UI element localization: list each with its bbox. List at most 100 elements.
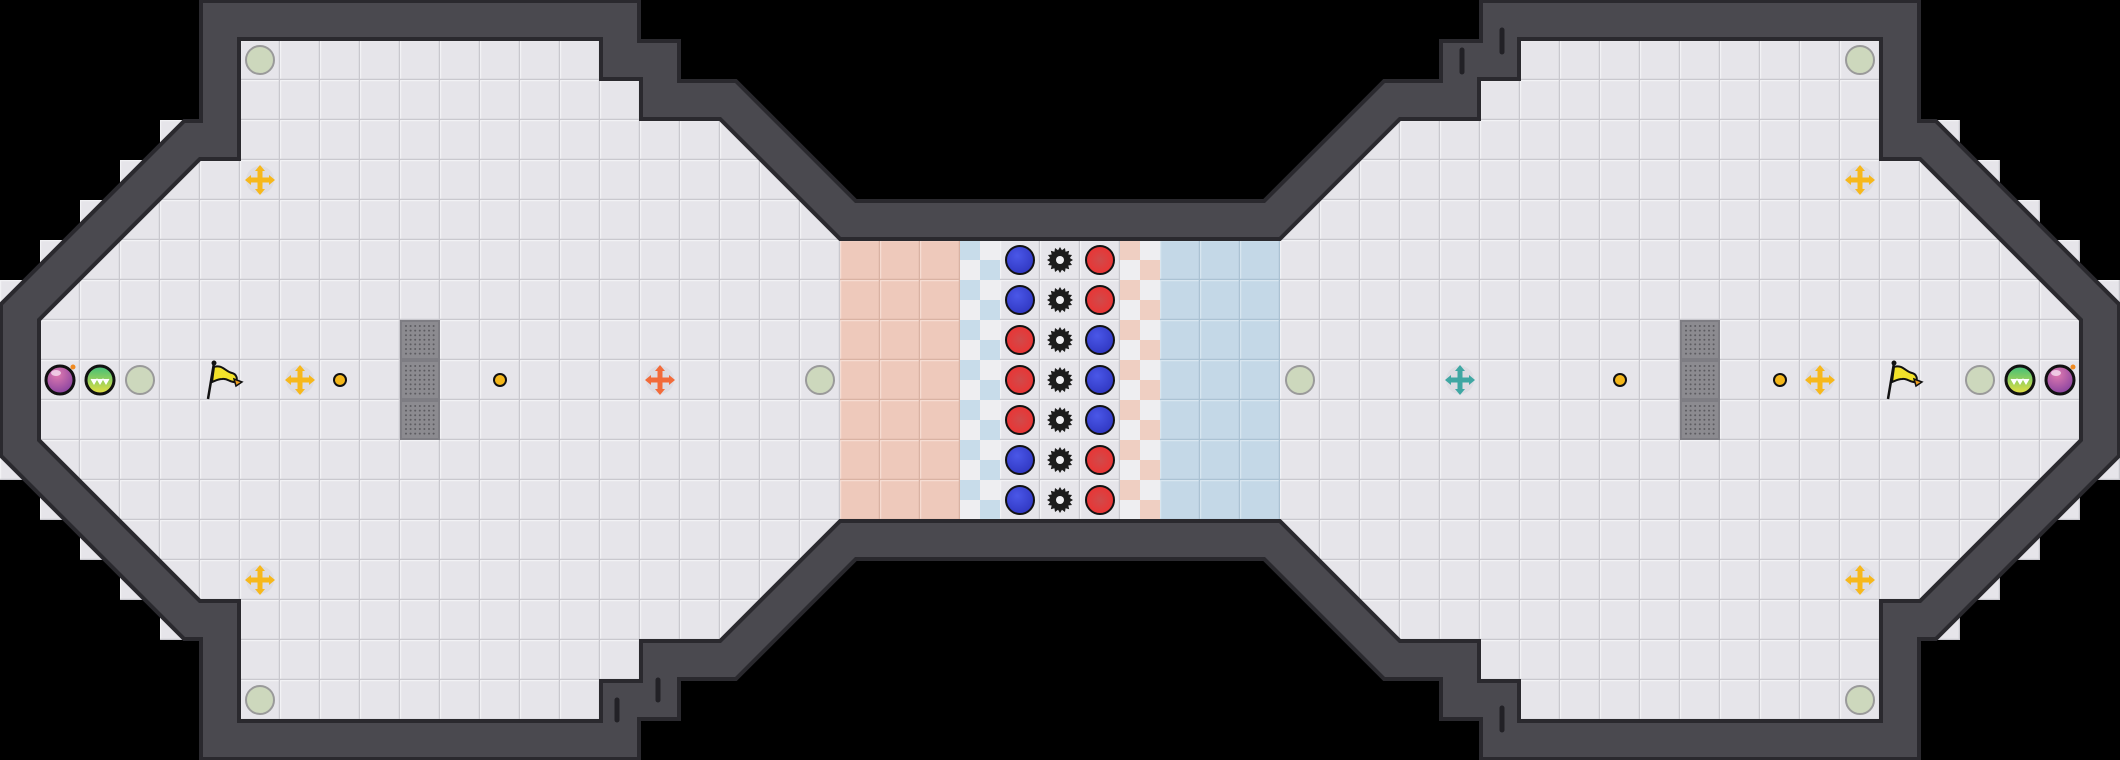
vent-hole: [405, 383, 407, 386]
vent-hole: [432, 365, 435, 367]
cross-shape: [1851, 171, 1869, 189]
blue-checker-strip: [960, 240, 1000, 520]
vent-hole: [1685, 414, 1687, 417]
vent-hole: [423, 343, 426, 346]
vent-hole: [1708, 428, 1710, 430]
vent-hole: [1694, 423, 1697, 426]
vent-hole: [1694, 343, 1697, 346]
floor-layer: [0, 40, 2120, 720]
vent-hole: [409, 409, 412, 412]
vent-hole: [405, 338, 407, 341]
vent-hole: [1689, 352, 1692, 355]
gear-icon: [1047, 487, 1073, 513]
vent-hole: [414, 329, 417, 332]
vent-hole: [428, 423, 430, 426]
vent-hole: [428, 383, 430, 386]
vent-hole: [418, 369, 421, 372]
vent-hole: [418, 338, 421, 341]
blue-zone: [1160, 240, 1280, 520]
vent-hole: [409, 414, 412, 417]
speed-cross-icon: [1805, 365, 1835, 395]
cross-shape: [1851, 571, 1869, 589]
spawn-pad-circle: [1845, 45, 1875, 75]
vent-hole: [414, 409, 417, 412]
vent-hole: [1703, 432, 1706, 435]
vent-hole: [428, 428, 430, 430]
vent-hole: [423, 418, 426, 421]
coin-fill: [335, 375, 345, 385]
vent-hole: [1708, 423, 1710, 426]
vent-hole: [432, 383, 435, 386]
cross-arrowhead: [255, 189, 265, 195]
cross-shape: [291, 371, 309, 389]
vent-hole: [405, 388, 407, 390]
vent-hole: [1712, 423, 1715, 426]
bomb-shine: [2051, 370, 2061, 376]
vent-hole: [1698, 374, 1701, 377]
vent-hole: [1703, 343, 1706, 346]
coin-fill: [1615, 375, 1625, 385]
vent-hole: [405, 334, 407, 337]
vent-hole: [1703, 383, 1706, 386]
cross-shape: [651, 371, 669, 389]
vent-hole: [1694, 383, 1697, 386]
vent-hole: [432, 388, 435, 390]
vent-hole: [423, 325, 426, 327]
spawn-pad-icon: [125, 365, 155, 395]
vent-hole: [1712, 383, 1715, 386]
vent-hole: [428, 338, 430, 341]
cross-arrowhead: [669, 375, 675, 385]
vent-hole: [409, 343, 412, 346]
gear-icon: [1047, 407, 1073, 433]
vent-hole: [405, 414, 407, 417]
cross-arrowhead: [1829, 375, 1835, 385]
vent-hole: [1698, 338, 1701, 341]
vent-hole: [1708, 378, 1710, 381]
cross-arrowhead: [655, 389, 665, 395]
vent-hole: [1703, 374, 1706, 377]
vent-hole: [1708, 414, 1710, 417]
vent-hole: [1708, 348, 1710, 350]
vent-hole: [423, 423, 426, 426]
flag-tail: [1912, 377, 1924, 388]
vent-hole: [1708, 334, 1710, 337]
spawn-pad-icon: [1845, 45, 1875, 75]
vent-hole: [428, 374, 430, 377]
vent-hole: [1712, 334, 1715, 337]
gear-icon: [1047, 447, 1073, 473]
vent-hole: [432, 334, 435, 337]
spawn-pad-icon: [1845, 685, 1875, 715]
vent-hole: [1694, 348, 1697, 350]
gear-icon: [1047, 287, 1073, 313]
vent-hole: [1708, 432, 1710, 435]
vent-hole: [1698, 348, 1701, 350]
vent-hole: [414, 334, 417, 337]
spawn-pad-circle: [245, 45, 275, 75]
coin-dot-icon: [1613, 373, 1627, 387]
vent-hole: [1694, 352, 1697, 355]
vent-hole: [1685, 432, 1687, 435]
vent-hole: [1708, 329, 1710, 332]
vent-hole: [1712, 428, 1715, 430]
vent-hole: [409, 369, 412, 372]
spawn-pad-circle: [1965, 365, 1995, 395]
vent-hole: [414, 392, 417, 395]
speed-cross-icon: [285, 365, 315, 395]
vent-hole: [1685, 338, 1687, 341]
vent-hole: [1689, 365, 1692, 367]
vent-hole: [1712, 338, 1715, 341]
bomb-fuse: [70, 364, 76, 370]
vent-hole: [1685, 325, 1687, 327]
vent-hole: [409, 352, 412, 355]
vent-hole: [428, 329, 430, 332]
vent-hole: [1698, 432, 1701, 435]
vent-hole: [1712, 432, 1715, 435]
vent-hole: [1689, 343, 1692, 346]
vent-hole: [409, 405, 412, 407]
gem-teeth: [2010, 378, 2030, 385]
vent-hole: [1703, 405, 1706, 407]
vent-hole: [1685, 352, 1687, 355]
teal-cross-icon: [1445, 365, 1475, 395]
speed-cross-icon: [1845, 165, 1875, 195]
